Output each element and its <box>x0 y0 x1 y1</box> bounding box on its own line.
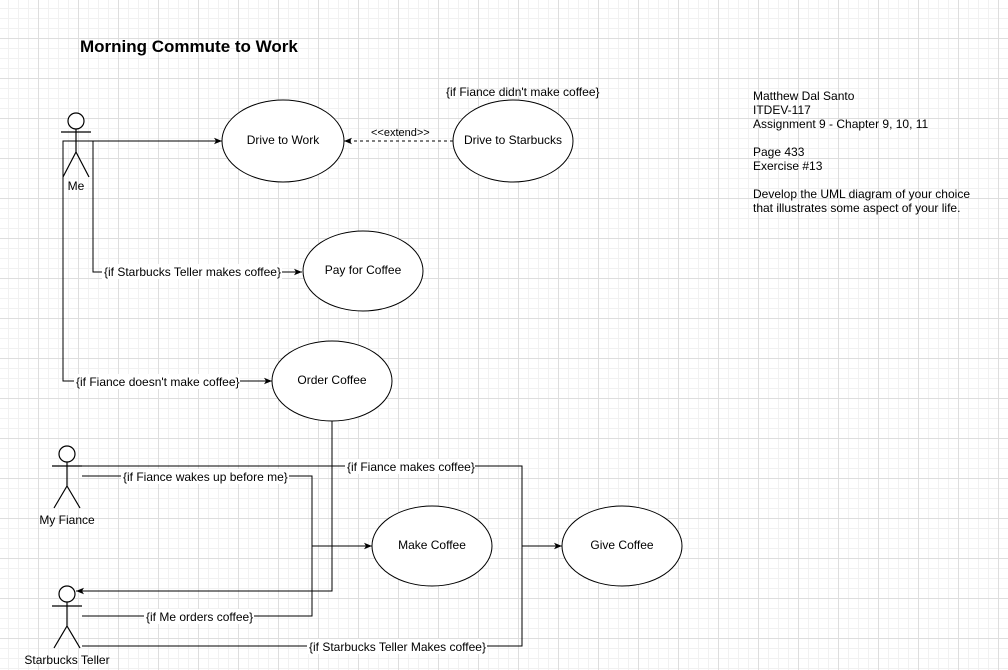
edge-fiance-make-coffee[interactable] <box>82 475 372 550</box>
edge-label-fiance-doesnt: {if Fiance doesn't make coffee} <box>76 375 240 389</box>
use-case-order-coffee[interactable]: Order Coffee <box>271 340 393 422</box>
edge-me-order-coffee[interactable] <box>62 140 272 385</box>
notes-description-1: Develop the UML diagram of your choice <box>753 187 970 201</box>
actor-head-icon <box>58 585 76 603</box>
edge-fiance-give-coffee[interactable] <box>52 465 562 550</box>
edge-order-teller[interactable] <box>76 421 333 595</box>
notes-block: Matthew Dal Santo ITDEV-117 Assignment 9… <box>753 89 970 215</box>
use-case-label: Order Coffee <box>297 373 366 387</box>
starbucks-condition-label: {if Fiance didn't make coffee} <box>446 85 600 99</box>
actor-me[interactable] <box>61 112 91 178</box>
use-case-label: Drive to Work <box>247 133 320 147</box>
actor-head-icon <box>58 445 76 463</box>
notes-description-2: that illustrates some aspect of your lif… <box>753 201 961 215</box>
edge-teller-give-coffee[interactable] <box>82 546 523 647</box>
actor-body-icon <box>52 462 82 509</box>
use-case-pay-for-coffee[interactable]: Pay for Coffee <box>302 230 424 312</box>
actor-starbucks-teller[interactable] <box>52 585 82 649</box>
use-case-make-coffee[interactable]: Make Coffee <box>371 505 493 587</box>
edge-label-fiance-makes: {if Fiance makes coffee} <box>347 460 475 474</box>
use-case-label: Drive to Starbucks <box>464 133 562 147</box>
edge-label-teller-makes: {if Starbucks Teller makes coffee} <box>104 265 281 279</box>
notes-author: Matthew Dal Santo <box>753 89 855 103</box>
diagram-title: Morning Commute to Work <box>80 37 298 56</box>
actor-body-icon <box>52 602 82 649</box>
actor-body-icon <box>61 129 91 178</box>
edge-label-me-orders: {if Me orders coffee} <box>146 610 253 624</box>
actor-my-fiance[interactable] <box>52 445 82 509</box>
use-case-drive-to-starbucks[interactable]: Drive to Starbucks <box>452 99 574 183</box>
edge-label-fiance-wakes: {if Fiance wakes up before me} <box>123 470 288 484</box>
notes-course: ITDEV-117 <box>753 103 811 117</box>
use-case-label: Pay for Coffee <box>325 263 402 277</box>
use-case-label: Make Coffee <box>398 538 466 552</box>
notes-exercise: Exercise #13 <box>753 159 823 173</box>
notes-page: Page 433 <box>753 145 805 159</box>
actor-label-me: Me <box>68 179 85 193</box>
extend-label: <<extend>> <box>371 127 430 139</box>
actor-label-fiance: My Fiance <box>39 513 95 527</box>
use-case-label: Give Coffee <box>590 538 653 552</box>
edge-teller-make-coffee[interactable] <box>82 546 313 617</box>
use-case-give-coffee[interactable]: Give Coffee <box>561 505 683 587</box>
edge-label-teller-makes-cap: {if Starbucks Teller Makes coffee} <box>309 640 486 654</box>
actor-head-icon <box>67 112 85 130</box>
notes-assignment: Assignment 9 - Chapter 9, 10, 11 <box>753 117 929 131</box>
actor-label-teller: Starbucks Teller <box>24 653 109 667</box>
use-case-drive-to-work[interactable]: Drive to Work <box>221 99 345 183</box>
